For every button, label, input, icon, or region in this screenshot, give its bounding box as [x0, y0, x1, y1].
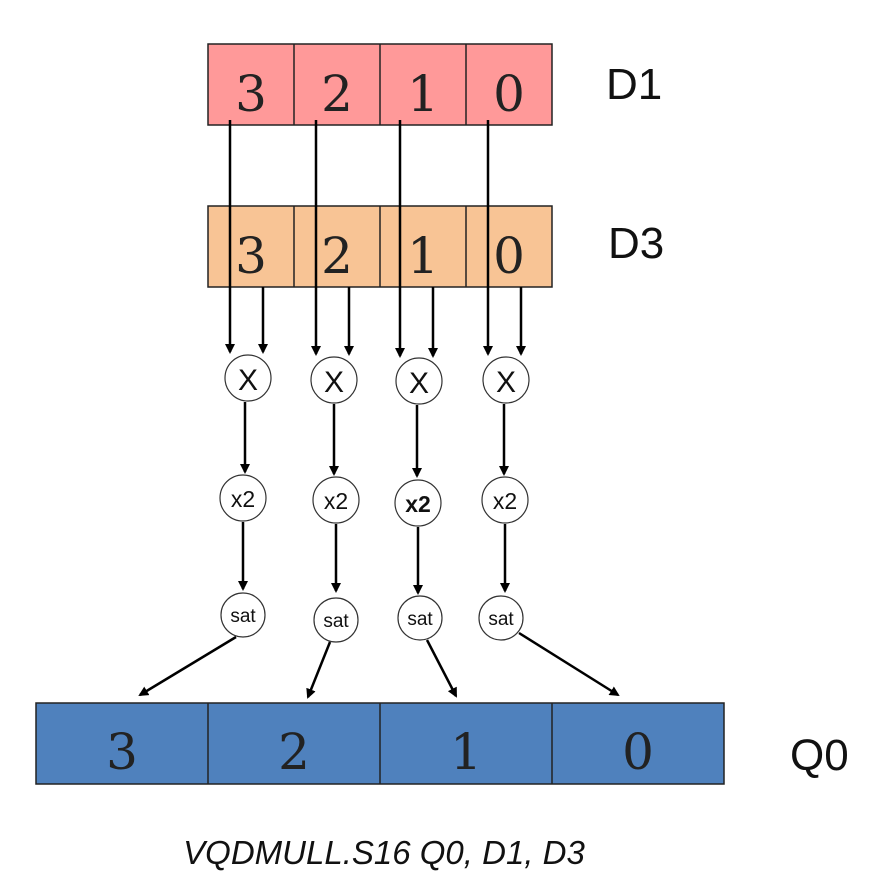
multiply-label: X	[238, 364, 258, 397]
register-q0-label: Q0	[790, 731, 849, 780]
double-to-saturate-arrows	[238, 522, 510, 595]
d3-lane-1: 1	[407, 227, 439, 285]
register-d1-label: D1	[606, 60, 662, 109]
saturate-node	[313, 597, 359, 643]
double-label: x2	[405, 491, 431, 517]
register-q0: 3 2 1 0	[35, 702, 725, 785]
q0-lane-2: 2	[278, 723, 310, 781]
double-node	[219, 474, 267, 522]
register-d3-label: D3	[608, 219, 664, 268]
d1-lane-0: 0	[493, 65, 525, 123]
multiply-node	[224, 354, 272, 402]
d3-input-arrows	[258, 287, 526, 358]
saturate-node	[397, 595, 443, 641]
q0-lane-3: 3	[106, 723, 138, 781]
d1-lane-1: 1	[407, 65, 439, 123]
arrow-to-q0-lane-0	[518, 631, 620, 697]
multiply-to-double-arrows	[240, 402, 509, 478]
d1-lane-3: 3	[235, 65, 267, 123]
q0-lane-1: 1	[450, 723, 482, 781]
saturate-label: sat	[323, 611, 349, 632]
d1-input-arrows	[225, 120, 493, 358]
multiply-label: X	[324, 366, 344, 399]
d3-lane-2: 2	[321, 227, 353, 285]
saturate-label: sat	[230, 606, 256, 627]
double-node	[481, 476, 529, 524]
double-label: x2	[324, 488, 348, 514]
arrow-to-q0-lane-3	[138, 635, 237, 697]
saturate-node	[478, 595, 524, 641]
double-node	[394, 479, 442, 527]
multiply-label: X	[496, 366, 516, 399]
register-d1: 3 2 1 0	[207, 43, 553, 126]
q0-lane-0: 0	[622, 723, 654, 781]
multiply-node	[482, 356, 530, 404]
register-d3: 3 2 1 0	[207, 205, 553, 288]
d3-lane-0: 0	[493, 227, 525, 285]
arrow-to-q0-lane-2	[306, 641, 332, 699]
saturate-nodes: sat sat sat sat	[220, 592, 524, 643]
multiply-label: X	[409, 367, 429, 400]
d1-lane-2: 2	[321, 65, 353, 123]
saturate-label: sat	[488, 609, 514, 630]
saturate-node	[220, 592, 266, 638]
arrow-to-q0-lane-1	[425, 639, 458, 698]
instruction-caption: VQDMULL.S16 Q0, D1, D3	[183, 834, 585, 871]
double-label: x2	[493, 488, 517, 514]
double-nodes: x2 x2 x2 x2	[219, 474, 529, 527]
multiply-nodes: X X X X	[224, 354, 530, 405]
multiply-node	[395, 357, 443, 405]
multiply-node	[310, 356, 358, 404]
d3-lane-3: 3	[235, 227, 267, 285]
double-label: x2	[231, 486, 255, 512]
saturate-to-q0-arrows	[138, 631, 620, 699]
saturate-label: sat	[407, 609, 433, 630]
double-node	[312, 476, 360, 524]
